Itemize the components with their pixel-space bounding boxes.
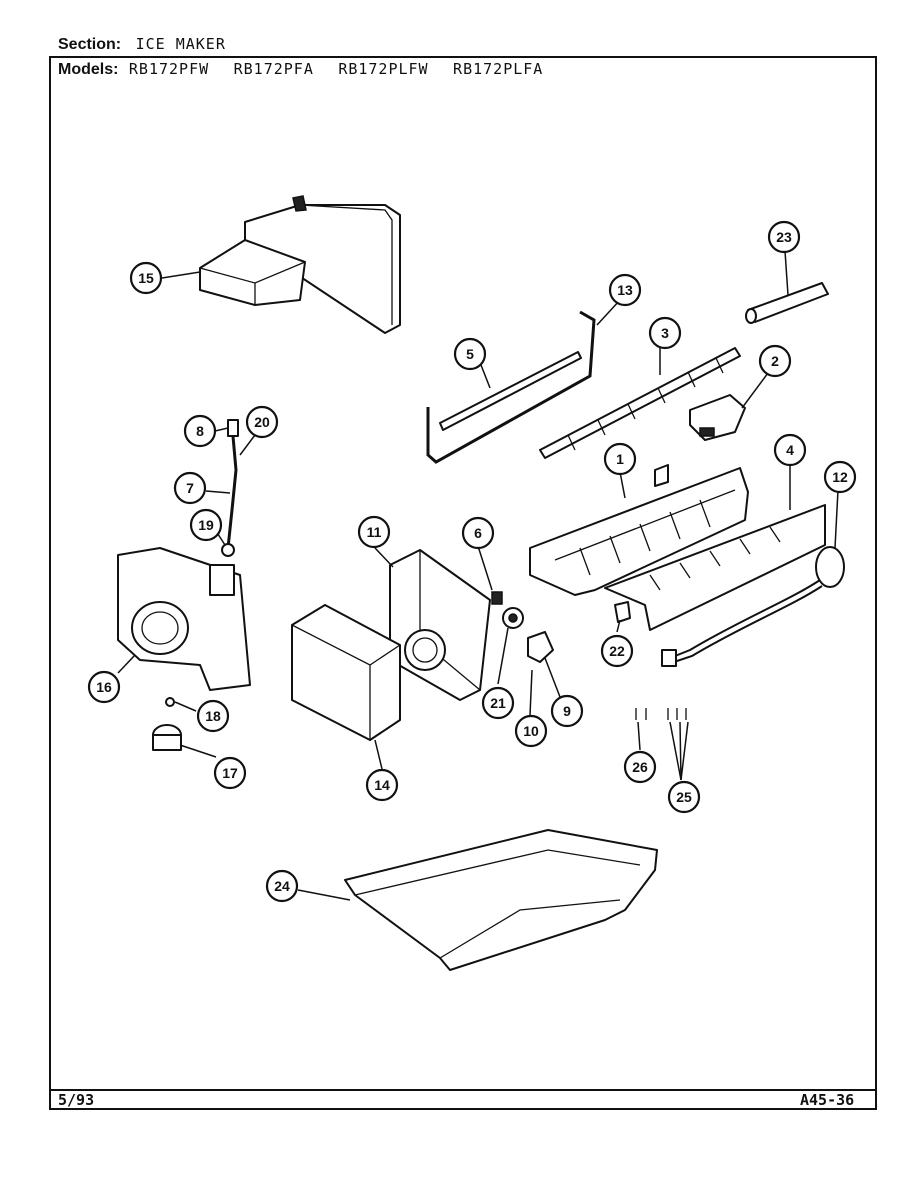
callout-25: 25	[667, 780, 701, 814]
part-6-screw	[491, 591, 503, 605]
part-12-harness	[661, 546, 845, 667]
callout-18: 18	[196, 699, 230, 733]
part-2-thermostat	[689, 394, 746, 441]
callout-22-label: 22	[609, 643, 625, 659]
callout-7: 7	[173, 471, 207, 505]
footer-date: 5/93	[58, 1091, 95, 1109]
part-7-water-tube	[221, 419, 239, 557]
callout-7-label: 7	[186, 480, 194, 496]
callout-6-label: 6	[474, 525, 482, 541]
part-22-clip	[614, 601, 631, 623]
callout-5: 5	[453, 337, 487, 371]
callout-17: 17	[213, 756, 247, 790]
callout-16-label: 16	[96, 679, 112, 695]
callout-24-label: 24	[274, 878, 290, 894]
part-17-fitting	[152, 724, 182, 751]
callout-15-label: 15	[138, 270, 154, 286]
model-1: RB172PFW	[128, 60, 210, 78]
callout-20: 20	[245, 405, 279, 439]
callout-16: 16	[87, 670, 121, 704]
part-11-motor-module	[389, 549, 491, 701]
part-26-screws	[635, 708, 647, 720]
part-16-water-valve	[117, 547, 251, 691]
part-1-mold	[529, 464, 749, 596]
callout-17-label: 17	[222, 765, 238, 781]
callout-4: 4	[773, 433, 807, 467]
callout-3-label: 3	[661, 325, 669, 341]
callout-21-label: 21	[490, 695, 506, 711]
callout-10-label: 10	[523, 723, 539, 739]
callout-6: 6	[461, 516, 495, 550]
callout-9-label: 9	[563, 703, 571, 719]
part-18-washer	[165, 697, 175, 707]
callout-2: 2	[758, 344, 792, 378]
part-14-block	[291, 604, 401, 741]
callout-12-label: 12	[832, 469, 848, 485]
callout-8-label: 8	[196, 423, 204, 439]
callout-3: 3	[648, 316, 682, 350]
leader-lines	[117, 250, 839, 901]
callout-4-label: 4	[786, 442, 794, 458]
callout-13-label: 13	[617, 282, 633, 298]
callout-11: 11	[357, 515, 391, 549]
callout-25-label: 25	[676, 789, 692, 805]
part-25-screws	[667, 708, 687, 720]
part-21-gear	[502, 607, 524, 629]
model-2: RB172PFA	[233, 60, 314, 78]
callout-18-label: 18	[205, 708, 221, 724]
callout-23-label: 23	[776, 229, 792, 245]
callout-21: 21	[481, 686, 515, 720]
callout-1: 1	[603, 442, 637, 476]
callout-24: 24	[265, 869, 299, 903]
diagram-frame	[49, 56, 877, 1110]
section-line: Section: ICE MAKER	[58, 35, 226, 54]
callout-26-label: 26	[632, 759, 648, 775]
callout-22: 22	[600, 634, 634, 668]
callout-12: 12	[823, 460, 857, 494]
part-9-switch	[527, 631, 554, 663]
part-24-ice-bin	[344, 829, 658, 971]
callout-19-label: 19	[198, 517, 214, 533]
callout-14: 14	[365, 768, 399, 802]
part-23-tube	[745, 282, 829, 324]
footer-code: A45-36	[800, 1091, 855, 1109]
part-5-arm-guide	[439, 351, 582, 431]
callout-5-label: 5	[466, 346, 474, 362]
callout-8: 8	[183, 414, 217, 448]
callout-19: 19	[189, 508, 223, 542]
part-15-cover	[199, 195, 401, 334]
model-4: RB172PLFA	[453, 60, 544, 78]
models-line: Models: RB172PFW RB172PFA RB172PLFW RB17…	[58, 60, 557, 79]
callout-15: 15	[129, 261, 163, 295]
callout-13: 13	[608, 273, 642, 307]
callout-14-label: 14	[374, 777, 390, 793]
callout-1-label: 1	[616, 451, 624, 467]
callout-11-label: 11	[367, 524, 382, 540]
callout-20-label: 20	[254, 414, 270, 430]
model-3: RB172PLFW	[338, 60, 429, 78]
models-label: Models:	[58, 61, 119, 78]
section-label: Section:	[58, 36, 122, 53]
part-13-shutoff-arm	[426, 310, 596, 464]
callout-9: 9	[550, 694, 584, 728]
callout-10: 10	[514, 714, 548, 748]
footer-rule	[49, 1089, 877, 1091]
callout-26: 26	[623, 750, 657, 784]
callout-2-label: 2	[771, 353, 779, 369]
part-4-heater	[604, 504, 826, 631]
part-3-ejector	[539, 347, 741, 459]
section-value: ICE MAKER	[135, 35, 226, 53]
callout-23: 23	[767, 220, 801, 254]
